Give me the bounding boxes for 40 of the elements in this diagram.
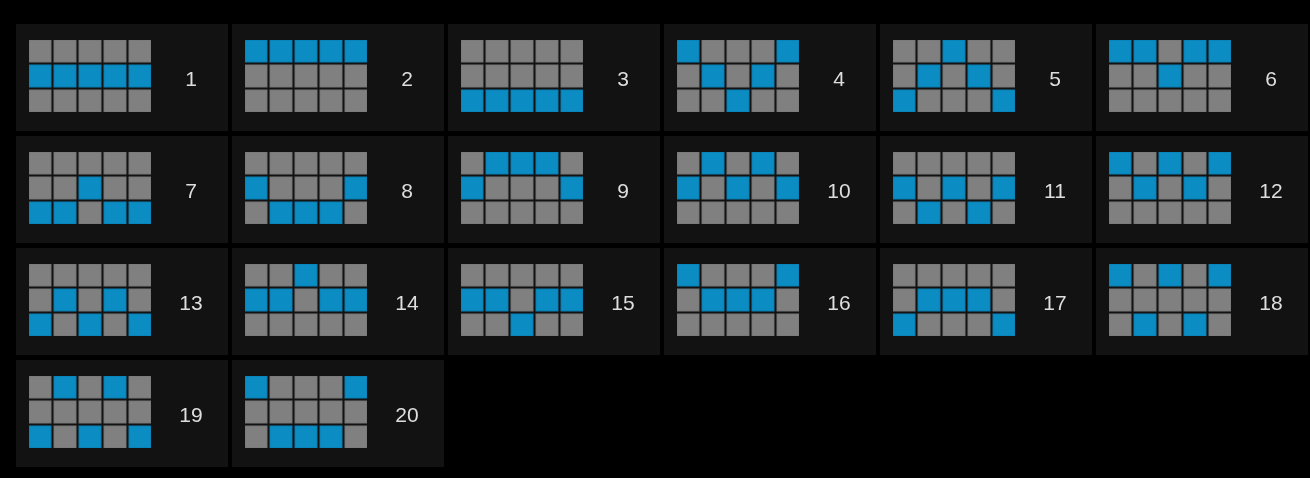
payline-card (232, 24, 444, 131)
payline-number: 5 (1049, 67, 1061, 88)
payline-card (232, 136, 444, 243)
payline-number: 10 (827, 179, 851, 200)
payline-number: 1 (185, 67, 197, 88)
payline-card (16, 24, 228, 131)
payline-card (880, 136, 1092, 243)
payline-number: 4 (833, 67, 845, 88)
payline-card (1096, 248, 1308, 355)
payline-number: 19 (179, 403, 203, 424)
payline-number: 2 (401, 67, 413, 88)
payline-card (448, 24, 660, 131)
payline-number: 17 (1043, 291, 1067, 312)
payline-card (16, 136, 228, 243)
payline-number: 8 (401, 179, 413, 200)
payline-card (1096, 136, 1308, 243)
payline-number: 6 (1265, 67, 1277, 88)
payline-card (16, 248, 228, 355)
payline-number: 11 (1044, 179, 1066, 200)
payline-number: 15 (611, 291, 635, 312)
payline-card (232, 248, 444, 355)
payline-number: 9 (617, 179, 629, 200)
payline-card (1096, 24, 1308, 131)
payline-number: 14 (395, 291, 419, 312)
payline-number: 7 (185, 179, 197, 200)
payline-card (448, 248, 660, 355)
payline-card (448, 136, 660, 243)
payline-card (664, 136, 876, 243)
payline-card (16, 360, 228, 467)
payline-number: 13 (179, 291, 203, 312)
payline-card (880, 24, 1092, 131)
payline-number: 3 (617, 67, 629, 88)
payline-card (880, 248, 1092, 355)
payline-number: 20 (395, 403, 419, 424)
payline-card (664, 248, 876, 355)
payline-number: 16 (827, 291, 851, 312)
payline-number: 12 (1259, 179, 1283, 200)
payline-card (232, 360, 444, 467)
payline-number: 18 (1259, 291, 1283, 312)
payline-card (664, 24, 876, 131)
